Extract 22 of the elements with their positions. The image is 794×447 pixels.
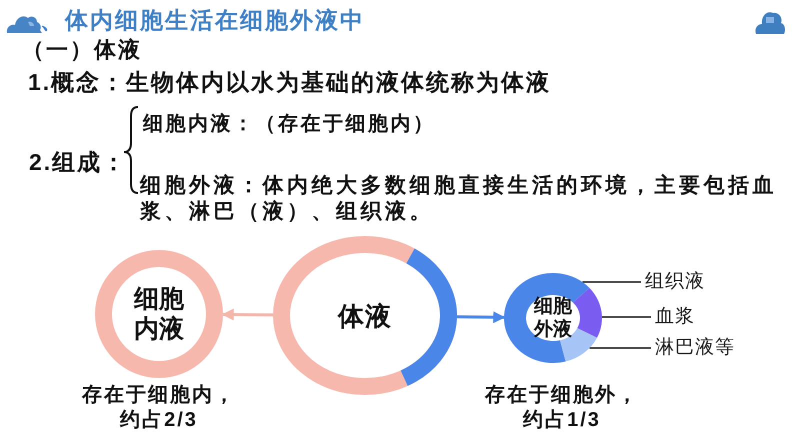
list-item-text: 细胞外液：体内绝大多数细胞直接生活的环境，主要包括血浆、淋巴（液）、组织液。	[140, 173, 778, 225]
ring-label: 体液	[338, 300, 392, 332]
leader-line	[582, 281, 641, 283]
ring-label: 细胞内液	[132, 284, 185, 344]
donut-segment	[573, 288, 602, 338]
leader-line	[590, 347, 651, 349]
ring-caption: 存在于细胞外，约占1/3	[484, 383, 640, 433]
ring	[95, 250, 223, 378]
arrow	[456, 311, 506, 324]
leader-line	[602, 316, 651, 318]
segment-label: 血浆	[655, 305, 695, 329]
ring-label: 细胞外液	[533, 295, 573, 341]
arrow	[222, 308, 274, 321]
segment-label: 淋巴液等	[655, 336, 735, 360]
definition-text: 1.概念：生物体内以水为基础的液体统称为体液	[28, 68, 552, 97]
slide-title: 、体内细胞生活在细胞外液中	[40, 6, 365, 35]
ring	[273, 236, 457, 395]
composition-label: 2.组成：	[29, 148, 128, 177]
list-item-text: 细胞内液：（存在于细胞内）	[143, 112, 436, 137]
section-heading: （一）体液	[22, 36, 142, 64]
ring-caption: 存在于细胞内，约占2/3	[80, 383, 237, 433]
segment-label: 组织液	[645, 270, 705, 294]
